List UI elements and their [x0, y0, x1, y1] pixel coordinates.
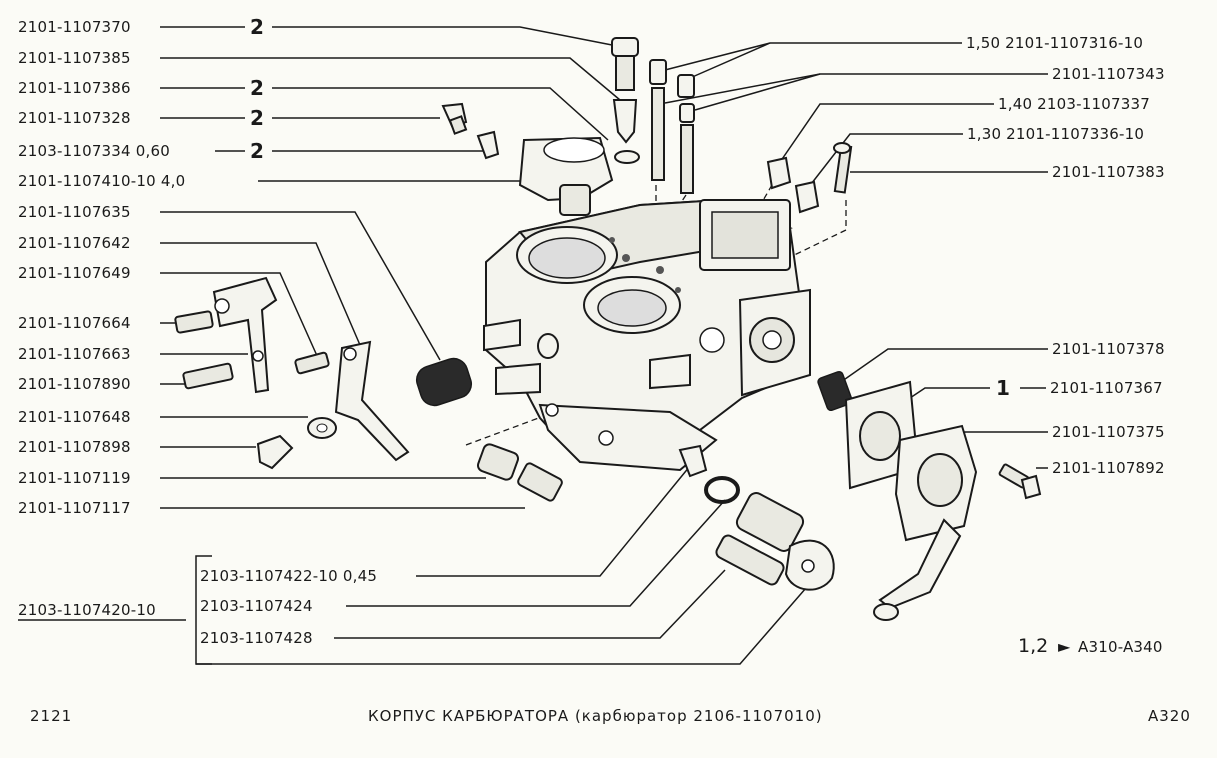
group-part-label: 2103-1107422-10 0,45: [200, 567, 378, 585]
part-label: 2101-1107890: [18, 375, 131, 393]
part-label: 2101-1107119: [18, 469, 131, 487]
linkage-parts: [174, 276, 563, 502]
reference-target: A310-A340: [1078, 638, 1163, 656]
part-label: 2101-1107664: [18, 314, 131, 332]
reference-numbers: 1,2: [1018, 635, 1049, 657]
group-assembly-label: 2103-1107420-10: [18, 601, 156, 619]
part-label: 2101-1107375: [1052, 423, 1165, 441]
group-part-label: 2103-1107424: [200, 597, 313, 615]
part-label: 2101-1107898: [18, 438, 131, 456]
part-label: 2101-1107367: [1050, 379, 1163, 397]
part-label: 2101-1107383: [1052, 163, 1165, 181]
part-label: 2101-1107343: [1052, 65, 1165, 83]
part-label: 2101-1107649: [18, 264, 131, 282]
part-label: 2101-1107370: [18, 18, 131, 36]
group-bracket: [18, 465, 807, 665]
arrow-right-icon: ►: [1058, 637, 1071, 656]
part-label: 2101-1107642: [18, 234, 131, 252]
quantity-label: 2: [250, 76, 264, 100]
part-label: 2101-1107663: [18, 345, 131, 363]
part-label: 2101-1107385: [18, 49, 131, 67]
page-title: КОРПУС КАРБЮРАТОРА (карбюратор 2106-1107…: [368, 707, 823, 725]
part-label: 2101-1107386: [18, 79, 131, 97]
left-leader-lines: [160, 26, 621, 509]
quantity-label: 2: [250, 15, 264, 39]
part-label: 2101-1107648: [18, 408, 131, 426]
part-label: 2101-1107635: [18, 203, 131, 221]
jets-and-screws: [441, 37, 853, 216]
part-label: 1,30 2101-1107336-10: [967, 125, 1145, 143]
part-label: 2101-1107410-10 4,0: [18, 172, 186, 190]
quantity-label: 2: [250, 106, 264, 130]
part-label: 1,50 2101-1107316-10: [966, 34, 1144, 52]
footer-code: 2121: [30, 707, 73, 725]
part-label: 1,40 2103-1107337: [998, 95, 1150, 113]
page-number: A320: [1148, 707, 1191, 725]
part-label: 2103-1107334 0,60: [18, 142, 170, 160]
right-leader-lines: [664, 42, 1048, 469]
quantity-label: 1: [996, 376, 1010, 400]
group-part-label: 2103-1107428: [200, 629, 313, 647]
part-label: 2101-1107378: [1052, 340, 1165, 358]
accelerator-pump: [817, 370, 1042, 621]
economizer-group: [678, 444, 835, 591]
part-label: 2101-1107328: [18, 109, 131, 127]
part-label: 2101-1107117: [18, 499, 131, 517]
carburetor-body: [483, 198, 811, 472]
quantity-label: 2: [250, 139, 264, 163]
part-label: 2101-1107892: [1052, 459, 1165, 477]
